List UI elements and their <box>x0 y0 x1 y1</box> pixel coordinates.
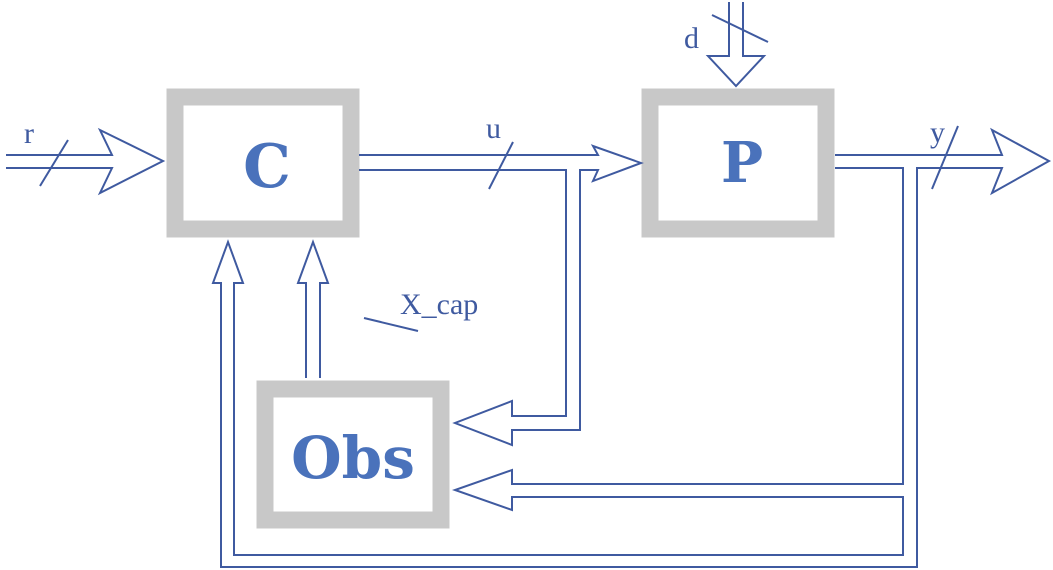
reference-label: r <box>24 117 34 150</box>
controller-block: C <box>166 88 360 238</box>
plant-block: P <box>641 88 835 238</box>
output-label: y <box>930 116 945 149</box>
observer-label: Obs <box>291 424 415 492</box>
plant-label: P <box>721 130 763 196</box>
disturbance-bus-slash <box>711 14 769 43</box>
control-signal-arrow: u <box>359 112 644 447</box>
controller-label: C <box>243 132 291 202</box>
control-bus-slash <box>488 141 514 190</box>
reference-bus-slash <box>39 139 69 187</box>
state-estimate-label: X_cap <box>400 288 478 321</box>
output-bus-slash <box>931 125 959 190</box>
output-signal-arrow: y <box>211 116 1052 568</box>
observer-block: Obs <box>256 380 450 529</box>
control-label: u <box>486 112 501 145</box>
disturbance-signal-arrow: d <box>684 2 769 88</box>
state-estimate-signal-arrow: X_cap <box>296 239 478 378</box>
disturbance-label: d <box>684 22 699 55</box>
state-estimate-bus-slash <box>363 317 419 332</box>
reference-signal-arrow: r <box>6 117 166 196</box>
